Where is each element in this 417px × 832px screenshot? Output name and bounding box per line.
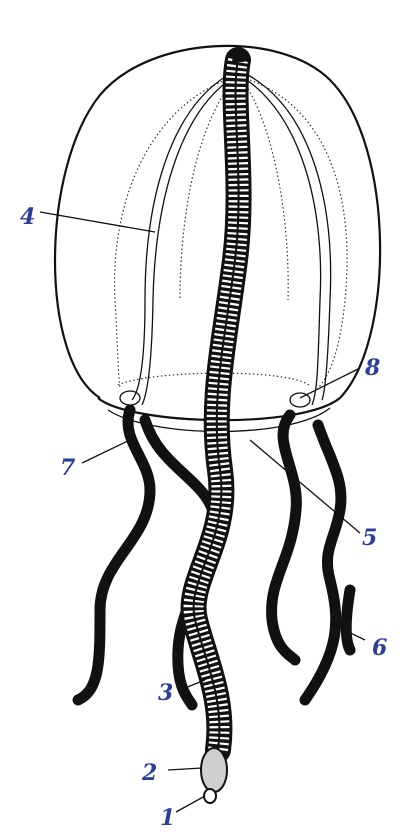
label-1: 1 — [160, 805, 175, 831]
leader-lines — [40, 212, 365, 812]
label-7: 7 — [60, 455, 76, 481]
label-2: 2 — [141, 760, 157, 786]
mouth-region — [201, 748, 227, 792]
label-6: 6 — [372, 635, 387, 661]
label-5: 5 — [362, 525, 377, 551]
label-4: 4 — [20, 204, 35, 230]
manubrium — [194, 60, 239, 750]
label-3: 3 — [158, 680, 173, 706]
tentacle-bulb-left — [120, 391, 140, 405]
mouth-tip — [204, 789, 216, 803]
label-8: 8 — [364, 355, 380, 381]
